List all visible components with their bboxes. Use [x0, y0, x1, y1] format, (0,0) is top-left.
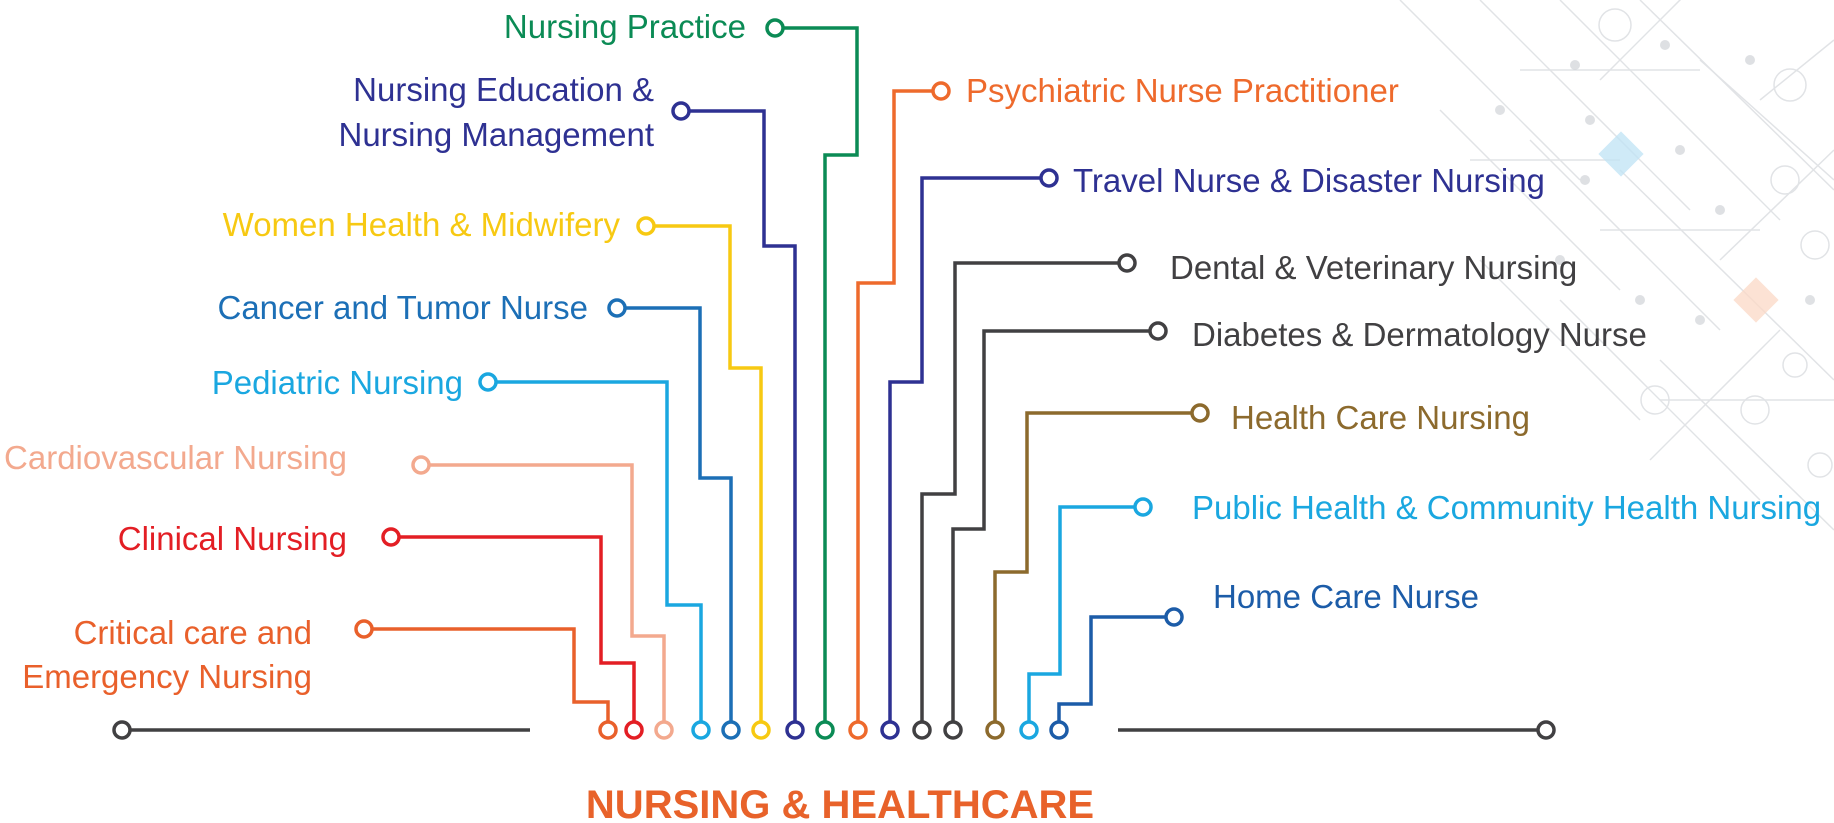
branch-base-node-women-health: [751, 720, 771, 740]
branch-line-dental-veterinary: [920, 261, 1119, 722]
peach-diamond: [1733, 277, 1779, 323]
branch-end-node-public-health: [1133, 497, 1153, 517]
branch-line-travel-disaster: [888, 176, 1041, 722]
branch-nursing-education: Nursing Education & Nursing Management: [339, 71, 805, 740]
branch-base-node-cardiovascular: [654, 720, 674, 740]
branch-cancer-tumor: Cancer and Tumor Nurse: [218, 289, 741, 740]
branch-line-pediatric: [496, 380, 703, 722]
branch-home-care: Home Care Nurse: [1049, 578, 1479, 740]
branch-base-node-critical-care: [598, 720, 618, 740]
branch-base-node-health-care: [985, 720, 1005, 740]
blue-diamond: [1598, 131, 1644, 177]
branch-line-cardiovascular: [429, 463, 666, 722]
branch-label-dental-veterinary: Dental & Veterinary Nursing: [1170, 249, 1577, 286]
branch-end-node-nursing-education: [671, 101, 691, 121]
branch-line-cancer-tumor: [625, 306, 733, 722]
branch-label-diabetes-dermatology: Diabetes & Dermatology Nurse: [1192, 316, 1647, 353]
branch-cardiovascular: Cardiovascular Nursing: [4, 439, 674, 740]
branch-base-node-nursing-practice: [815, 720, 835, 740]
branch-line-diabetes-dermatology: [951, 329, 1150, 722]
branch-end-node-diabetes-dermatology: [1148, 321, 1168, 341]
branch-label-cancer-tumor: Cancer and Tumor Nurse: [218, 289, 589, 326]
branch-end-node-critical-care: [354, 619, 374, 639]
branch-base-node-clinical: [624, 720, 644, 740]
branch-diabetes-dermatology: Diabetes & Dermatology Nurse: [943, 316, 1647, 740]
branch-label-nursing-education: Nursing Management: [339, 116, 655, 153]
branch-base-node-psychiatric: [848, 720, 868, 740]
branch-label-home-care: Home Care Nurse: [1213, 578, 1479, 615]
branch-line-women-health: [654, 224, 763, 722]
branch-base-node-cancer-tumor: [721, 720, 741, 740]
branch-label-nursing-practice: Nursing Practice: [504, 8, 746, 45]
branch-label-health-care: Health Care Nursing: [1231, 399, 1530, 436]
branch-line-psychiatric: [856, 89, 933, 722]
branch-base-node-home-care: [1049, 720, 1069, 740]
branch-health-care: Health Care Nursing: [985, 399, 1530, 740]
circuit-dots: [1495, 40, 1815, 325]
branch-end-node-dental-veterinary: [1117, 253, 1137, 273]
branch-label-women-health: Women Health & Midwifery: [223, 206, 621, 243]
branch-line-clinical: [399, 535, 636, 722]
branch-end-node-cardiovascular: [411, 455, 431, 475]
branch-end-node-psychiatric: [931, 81, 951, 101]
branch-label-travel-disaster: Travel Nurse & Disaster Nursing: [1073, 162, 1545, 199]
branch-end-node-cancer-tumor: [607, 298, 627, 318]
branch-end-node-women-health: [636, 216, 656, 236]
branch-travel-disaster: Travel Nurse & Disaster Nursing: [880, 162, 1545, 740]
branch-line-public-health: [1027, 505, 1135, 722]
baseline-right-node: [1536, 720, 1556, 740]
branch-end-node-health-care: [1190, 403, 1210, 423]
branch-nursing-practice: Nursing Practice: [504, 8, 859, 740]
branch-label-pediatric: Pediatric Nursing: [212, 364, 463, 401]
branch-psychiatric: Psychiatric Nurse Practitioner: [848, 72, 1399, 740]
branch-end-node-nursing-practice: [765, 18, 785, 38]
diagram-title: NURSING & HEALTHCARE: [586, 783, 1094, 823]
branch-end-node-travel-disaster: [1039, 168, 1059, 188]
branch-label-critical-care: Emergency Nursing: [22, 658, 312, 695]
branch-label-psychiatric: Psychiatric Nurse Practitioner: [966, 72, 1399, 109]
branch-women-health: Women Health & Midwifery: [223, 206, 771, 740]
branch-end-node-pediatric: [478, 372, 498, 392]
branch-label-clinical: Clinical Nursing: [118, 520, 347, 557]
branch-end-node-home-care: [1164, 607, 1184, 627]
branch-base-node-dental-veterinary: [912, 720, 932, 740]
branch-line-home-care: [1057, 615, 1166, 722]
branch-line-critical-care: [372, 627, 610, 722]
branch-label-cardiovascular: Cardiovascular Nursing: [4, 439, 347, 476]
branch-public-health: Public Health & Community Health Nursing: [1019, 489, 1821, 740]
branch-base-node-nursing-education: [785, 720, 805, 740]
branch-pediatric: Pediatric Nursing: [212, 364, 711, 740]
branch-label-public-health: Public Health & Community Health Nursing: [1192, 489, 1821, 526]
branch-base-node-diabetes-dermatology: [943, 720, 963, 740]
branch-line-nursing-practice: [783, 26, 859, 722]
branch-base-node-public-health: [1019, 720, 1039, 740]
branch-label-nursing-education: Nursing Education &: [353, 71, 654, 108]
baseline: [112, 720, 1556, 740]
branch-clinical: Clinical Nursing: [118, 520, 644, 740]
circuit-background: [1399, 0, 1834, 531]
circuit-decoration: [1399, 0, 1834, 531]
branch-end-node-clinical: [381, 527, 401, 547]
branch-label-critical-care: Critical care and: [74, 614, 312, 651]
baseline-left-node: [112, 720, 132, 740]
branch-line-health-care: [993, 411, 1192, 722]
branch-base-node-travel-disaster: [880, 720, 900, 740]
branch-base-node-pediatric: [691, 720, 711, 740]
branch-dental-veterinary: Dental & Veterinary Nursing: [912, 249, 1577, 740]
branch-line-nursing-education: [689, 109, 797, 722]
